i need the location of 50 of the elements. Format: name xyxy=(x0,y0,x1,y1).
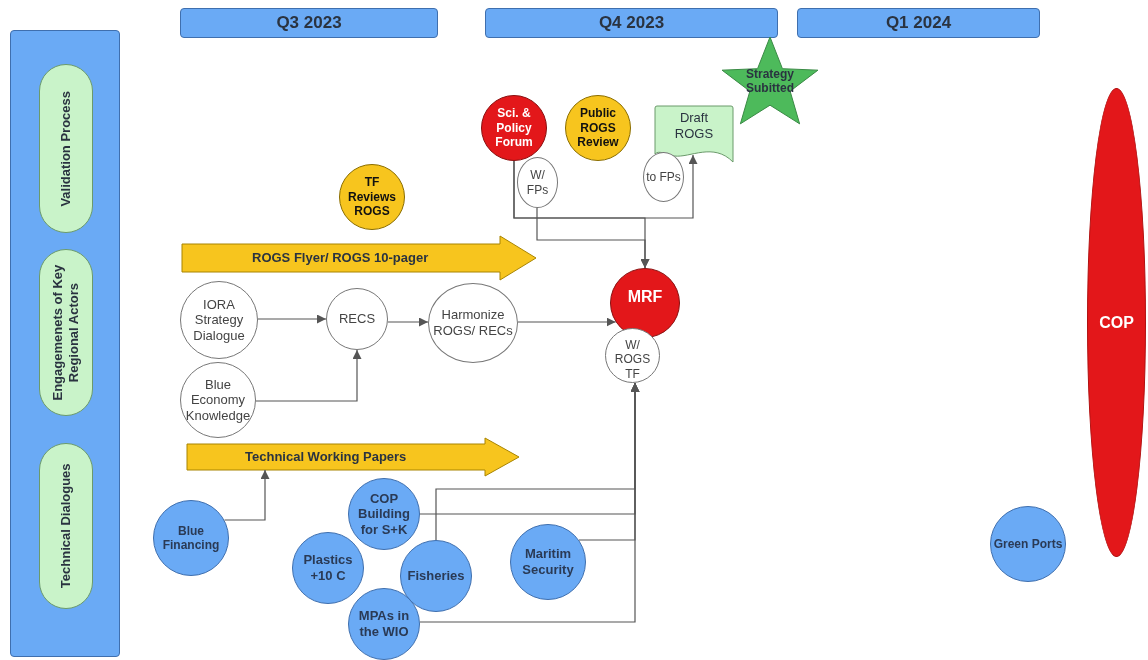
node-label: IORA Strategy Dialogue xyxy=(192,296,246,344)
quarter-header xyxy=(797,8,1040,38)
node-label: W/ ROGS TF xyxy=(613,337,652,382)
topic-circle xyxy=(348,588,420,660)
track-label: Validation Process xyxy=(58,89,74,209)
topic-circle xyxy=(400,540,472,612)
node-label: Q4 2023 xyxy=(598,12,665,34)
node-label: Fisheries xyxy=(407,568,465,584)
node-label: Sci. & Policy Forum xyxy=(494,106,534,150)
arrow xyxy=(513,154,698,219)
node-label: COP Building for S+K xyxy=(357,490,411,538)
track-label-pill xyxy=(39,64,93,233)
track-label: Engagemenets of Key Regional Actors xyxy=(50,263,82,403)
arrow xyxy=(536,207,650,269)
note-circle xyxy=(517,157,558,208)
node-label: RECS xyxy=(338,311,376,327)
node-label: to FPs xyxy=(646,169,681,185)
node-label: Maritim Security xyxy=(521,546,575,578)
arrow xyxy=(223,469,270,521)
topic-circle xyxy=(348,478,420,550)
node-label: TF Reviews ROGS xyxy=(347,175,397,219)
node-label: Green Ports xyxy=(993,536,1063,552)
node-label: Strategy Subitted xyxy=(745,66,795,96)
node-label: Public ROGS Review xyxy=(576,106,620,150)
node-label: W/ FPs xyxy=(525,168,550,197)
node-label: Draft ROGS xyxy=(673,110,715,142)
node-label: Blue Financing xyxy=(161,523,221,553)
node-label: MRF xyxy=(627,287,663,307)
note-circle xyxy=(643,152,684,202)
arrow xyxy=(257,314,327,324)
track-label-pill xyxy=(39,249,93,416)
side-panel xyxy=(10,30,120,657)
quarter-header xyxy=(180,8,438,38)
node-label: Plastics +10 C xyxy=(302,552,354,584)
node-label: MPAs in the WIO xyxy=(357,608,411,640)
quarter-header xyxy=(485,8,778,38)
banner-label: Technical Working Papers xyxy=(245,449,407,465)
node-label: Q1 2024 xyxy=(885,12,952,34)
node-label: Blue Economy Knowledge xyxy=(184,376,252,424)
node-label: Q3 2023 xyxy=(276,12,342,34)
track-label-pill xyxy=(39,443,93,609)
arrow xyxy=(419,382,640,623)
arrow xyxy=(387,317,429,327)
topic-circle xyxy=(292,532,364,604)
node-label: COP xyxy=(1099,312,1134,333)
arrow xyxy=(255,349,362,402)
arrow xyxy=(517,317,617,327)
node-label: Harmonize ROGS/ RECs xyxy=(432,307,514,339)
banner-label: ROGS Flyer/ ROGS 10-pager xyxy=(252,250,429,266)
track-label: Technical Dialogues xyxy=(58,462,74,591)
